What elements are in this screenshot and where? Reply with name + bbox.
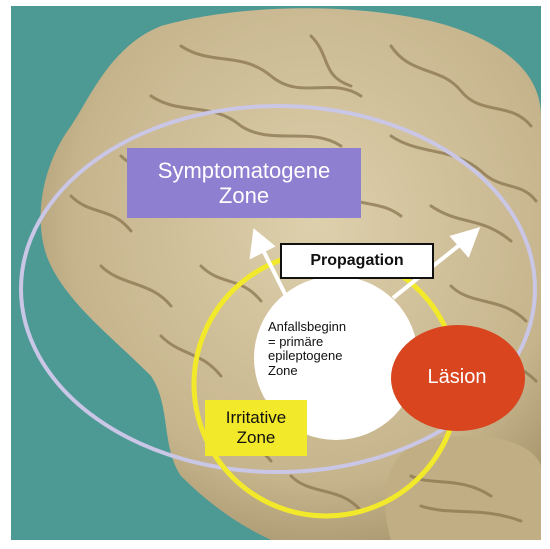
onset-line-2: = primäre	[268, 333, 324, 349]
propagation-label: Propagation	[280, 243, 434, 279]
lesion-text: Läsion	[427, 366, 487, 388]
brain-photo	[11, 6, 541, 540]
propagation-text: Propagation	[310, 251, 404, 269]
lesion-ellipse	[391, 325, 525, 431]
irritative-line-1: Irritative	[225, 408, 287, 428]
onset-line-4: Zone	[268, 362, 298, 378]
seizure-onset-circle	[254, 276, 418, 440]
onset-line-1: Anfallsbeginn	[268, 319, 347, 334]
irritative-zone-label: Irritative Zone	[205, 400, 307, 456]
symptomatogenic-zone-ring	[19, 104, 537, 474]
symptomatogenic-line-2: Zone	[218, 183, 270, 208]
irritative-line-2: Zone	[236, 428, 276, 447]
lesion-label: Läsion	[395, 366, 519, 389]
symptomatogenic-zone-label: Symptomatogene Zone	[127, 148, 361, 218]
symptomatogenic-line-1: Symptomatogene	[157, 157, 331, 183]
onset-line-3: epileptogene	[268, 348, 343, 364]
lower-lobe	[385, 435, 541, 540]
seizure-onset-label: Anfallsbeginn = primäre epileptogene Zon…	[268, 319, 418, 378]
